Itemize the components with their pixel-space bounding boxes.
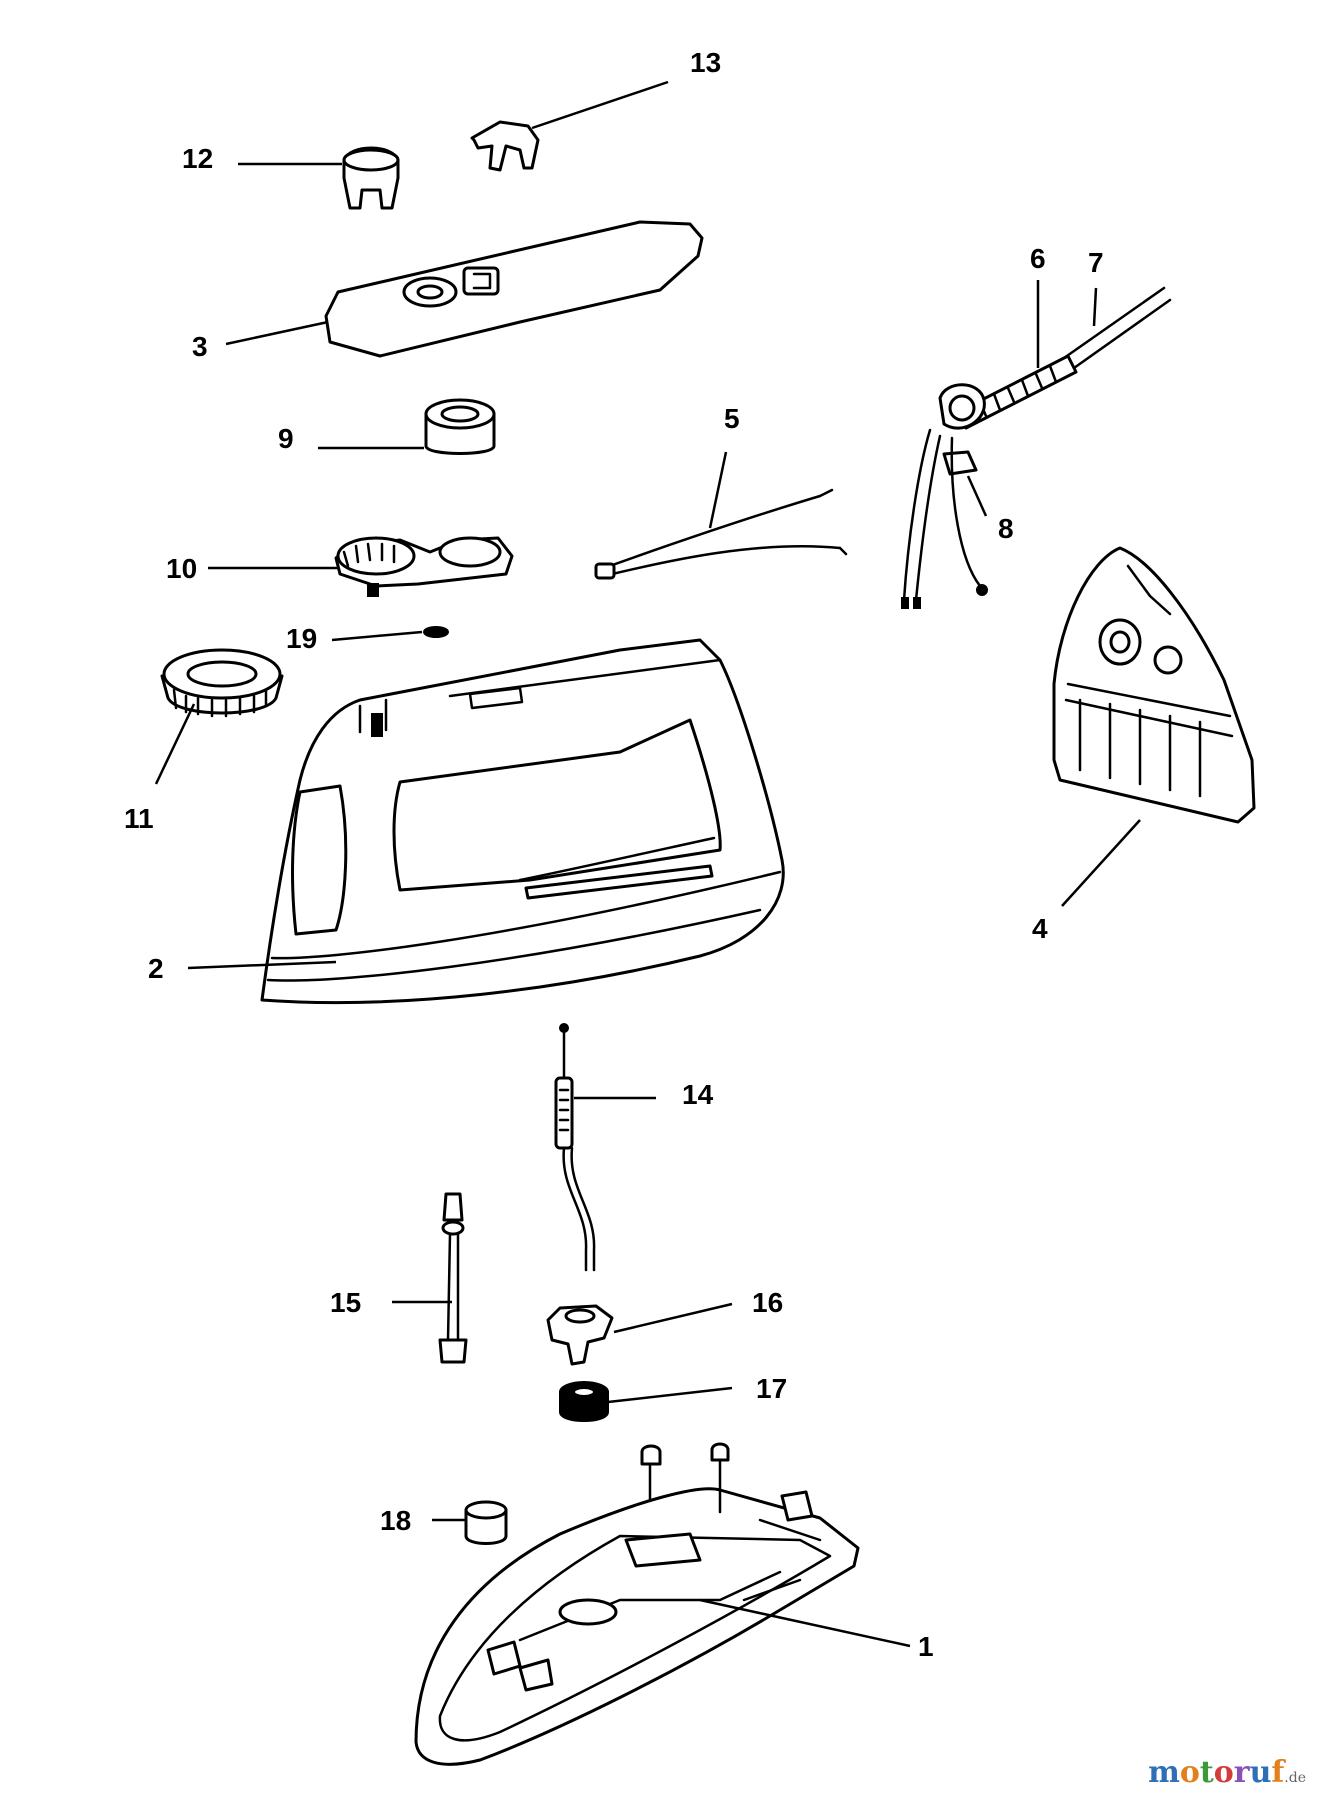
watermark-letter: u: [1249, 1755, 1272, 1790]
leader-3: [225, 320, 329, 346]
watermark-letter: r: [1233, 1755, 1250, 1790]
leader-8: [966, 475, 988, 517]
callout-5: 5: [724, 403, 740, 434]
callout-1: 1: [918, 1631, 934, 1662]
part-17-grommet: [559, 1381, 609, 1422]
leader-19: [331, 630, 423, 642]
leader-16: [613, 1302, 733, 1334]
leader-2: [187, 960, 337, 970]
part-13-clip: [470, 120, 540, 172]
part-2-main-housing: [260, 638, 785, 1005]
part-18-sleeve: [464, 1500, 508, 1545]
part-3-top-cover: [324, 220, 704, 358]
callout-17: 17: [756, 1373, 787, 1404]
part-8-cord-clamp: [901, 383, 988, 609]
callout-4: 4: [1032, 913, 1048, 944]
watermark-letter: o: [1213, 1755, 1234, 1790]
leader-4: [1061, 819, 1141, 907]
part-15-lever-rod: [438, 1192, 468, 1364]
callout-19: 19: [286, 623, 317, 654]
callout-numbers: 1 2 3 4 5 6 7 8 9 10 11 12 13 14 15 16 1…: [124, 47, 1104, 1662]
callout-15: 15: [330, 1287, 361, 1318]
part-4-heel-rest: [1052, 546, 1256, 824]
part-5-wire: [594, 488, 848, 580]
leader-5: [708, 451, 728, 529]
callout-6: 6: [1030, 243, 1046, 274]
callout-8: 8: [998, 513, 1014, 544]
callout-16: 16: [752, 1287, 783, 1318]
part-7-power-cord: [1062, 286, 1172, 370]
leader-7: [1092, 287, 1098, 327]
part-14-spray-tube: [554, 1023, 596, 1272]
callout-7: 7: [1088, 247, 1104, 278]
motoruf-watermark-logo: motoruf.de: [1148, 1755, 1306, 1790]
watermark-letter: f: [1271, 1755, 1285, 1790]
callout-2: 2: [148, 953, 164, 984]
callout-18: 18: [380, 1505, 411, 1536]
part-11-ring: [160, 648, 284, 718]
part-16-spray-nozzle: [546, 1304, 614, 1366]
callout-13: 13: [690, 47, 721, 78]
callout-12: 12: [182, 143, 213, 174]
callout-9: 9: [278, 423, 294, 454]
watermark-letter: o: [1179, 1755, 1200, 1790]
part-12-knob-cap: [342, 146, 400, 210]
watermark-letter: m: [1148, 1755, 1180, 1790]
callout-10: 10: [166, 553, 197, 584]
leader-1: [699, 1598, 911, 1648]
part-1-soleplate: [414, 1442, 860, 1766]
part-10-selector-mechanism: [334, 536, 514, 597]
watermark-suffix: .de: [1284, 1770, 1306, 1786]
leader-lines: [154, 80, 1141, 1648]
leader-13: [531, 80, 669, 130]
callout-14: 14: [682, 1079, 714, 1110]
part-9-collar: [424, 398, 496, 455]
leader-17: [607, 1386, 733, 1404]
watermark-letter: t: [1199, 1755, 1214, 1790]
part-19-washer: [423, 626, 449, 638]
callout-11: 11: [124, 803, 154, 834]
callout-3: 3: [192, 331, 208, 362]
leader-11: [154, 703, 196, 785]
